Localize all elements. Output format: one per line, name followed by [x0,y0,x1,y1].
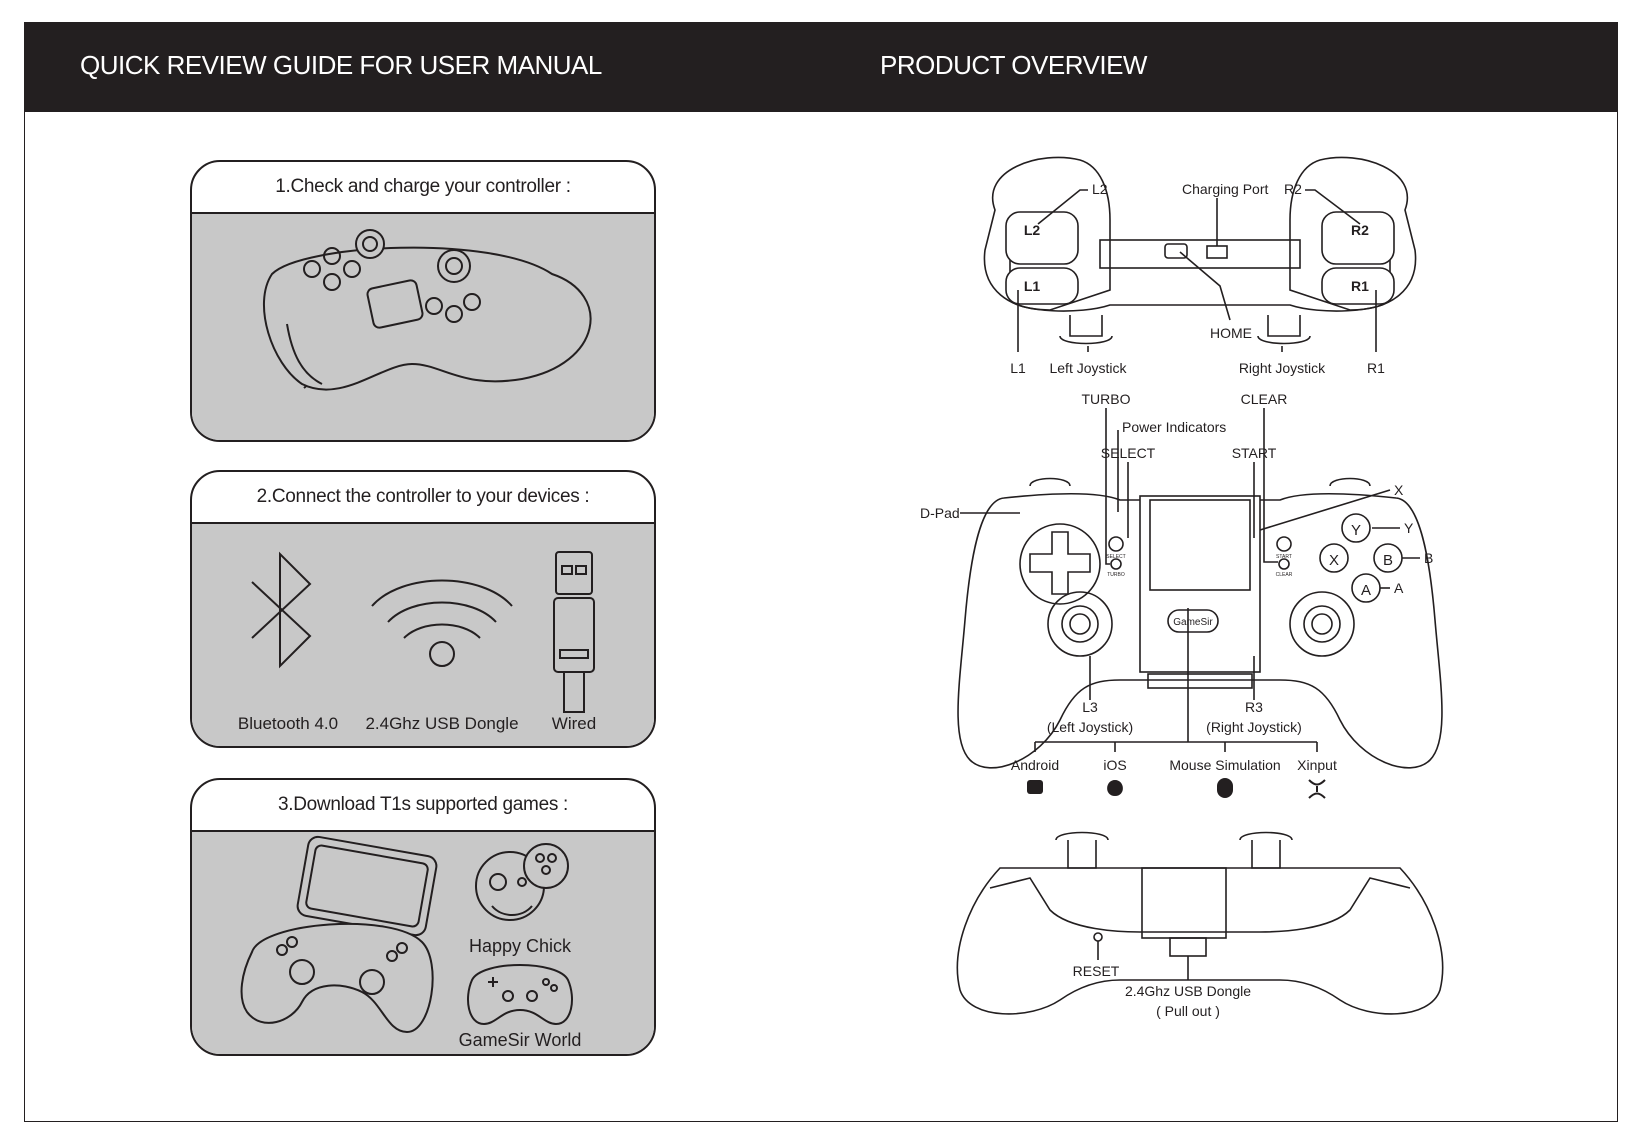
controller-bottom-view [956,831,1444,1015]
right-joystick-label: Right Joystick [1239,360,1326,376]
xinput-icon [1308,779,1326,799]
pull-out-label: ( Pull out ) [1156,1003,1220,1019]
left-joystick-label: Left Joystick [1049,360,1127,376]
step-1-illustration-area [192,214,654,440]
wired-label: Wired [552,714,596,733]
controller-top-view [983,156,1417,345]
step-1-panel: 1.Check and charge your controller : [190,160,656,442]
dpad-label: D-Pad [920,505,960,521]
y-callout-label: Y [1404,520,1414,536]
l3-sub-label: (Left Joystick) [1047,719,1133,735]
home-label: HOME [1210,325,1252,341]
clear-label: CLEAR [1241,391,1288,407]
a-callout-label: A [1394,580,1404,596]
ios-mode-label: iOS [1103,757,1126,773]
clear-small-label: CLEAR [1276,572,1293,578]
r3-label: R3 [1245,699,1263,715]
product-overview-diagram: L2 L1 R2 R1 L2 Charging Port R2 HOME L1 … [920,156,1444,1019]
l3-label: L3 [1082,699,1098,715]
select-label: SELECT [1101,445,1156,461]
games-illustration: Happy Chick GameSir World [240,835,582,1050]
usb-dongle-label: 2.4Ghz USB Dongle [1125,983,1251,999]
wifi-icon [371,579,513,667]
x-button-glyph: X [1329,552,1339,569]
r2-callout-label: R2 [1284,181,1302,197]
r3-sub-label: (Right Joystick) [1206,719,1302,735]
x-callout-label: X [1394,482,1404,498]
charging-port-label: Charging Port [1182,181,1268,197]
controller-front-view [957,477,1443,769]
happy-chick-icon [475,843,569,921]
step-3-title: 3.Download T1s supported games : [192,780,654,832]
step-3-illustration-area: Happy Chick GameSir World [192,832,654,1054]
select-small-label: SELECT [1106,554,1125,560]
a-button-glyph: A [1361,582,1371,599]
step-2-panel: 2.Connect the controller to your devices… [190,470,656,748]
r1-callout-label: R1 [1367,360,1385,376]
r1-button-glyph: R1 [1351,278,1369,294]
phone-mounted-controller-illustration [240,835,438,1034]
bluetooth-icon [251,551,312,669]
android-icon [1027,780,1043,794]
left-header-title: QUICK REVIEW GUIDE FOR USER MANUAL [80,50,602,80]
l2-button-glyph: L2 [1024,222,1041,238]
start-small-label: START [1276,554,1292,560]
b-button-glyph: B [1383,552,1393,569]
b-callout-label: B [1424,550,1433,566]
step-2-illustration-area: Bluetooth 4.0 2.4Ghz USB Dongle Wired [192,524,654,746]
step-2-title: 2.Connect the controller to your devices… [192,472,654,524]
r2-button-glyph: R2 [1351,222,1369,238]
right-header-title: PRODUCT OVERVIEW [880,50,1147,80]
y-button-glyph: Y [1351,522,1361,539]
start-label: START [1232,445,1277,461]
controller-charging-illustration [263,229,592,391]
l1-button-glyph: L1 [1024,278,1041,294]
usb-cable-icon [553,551,595,713]
connection-icons: Bluetooth 4.0 2.4Ghz USB Dongle Wired [238,551,596,733]
l2-callout-label: L2 [1092,181,1108,197]
apple-icon [1107,780,1123,796]
l1-callout-label: L1 [1010,360,1026,376]
gamesir-world-label: GameSir World [459,1030,582,1050]
turbo-small-label: TURBO [1107,572,1125,578]
brand-logo-text: GameSir [1173,617,1213,628]
mouse-icon [1217,778,1233,798]
turbo-label: TURBO [1082,391,1131,407]
reset-label: RESET [1073,963,1120,979]
bluetooth-label: Bluetooth 4.0 [238,714,338,733]
android-mode-label: Android [1011,757,1059,773]
mouse-simulation-mode-label: Mouse Simulation [1169,757,1280,773]
xinput-mode-label: Xinput [1297,757,1337,773]
step-3-panel: 3.Download T1s supported games : [190,778,656,1056]
dongle-label: 2.4Ghz USB Dongle [365,714,518,733]
step-1-title: 1.Check and charge your controller : [192,162,654,214]
header-bar [24,22,1618,112]
power-indicators-label: Power Indicators [1122,419,1226,435]
happy-chick-label: Happy Chick [469,936,572,956]
gamesir-world-icon [467,964,573,1026]
